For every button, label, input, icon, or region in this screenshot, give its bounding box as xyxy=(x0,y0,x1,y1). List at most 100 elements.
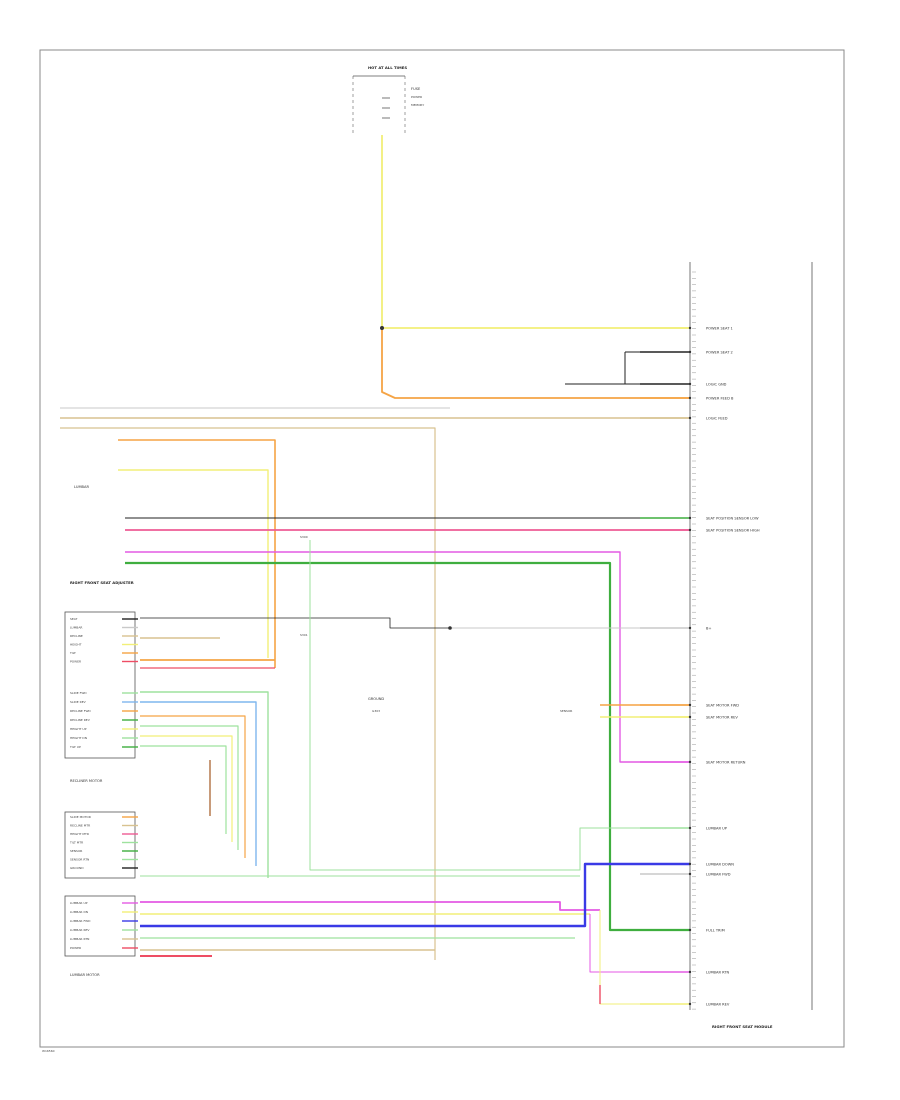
module-pin-dot xyxy=(688,715,692,719)
memory-row: HEIGHT DN xyxy=(70,736,87,740)
lumbar-note-label: LUMBAR xyxy=(74,485,89,489)
memory-wire xyxy=(140,745,227,834)
switch-row: RECLINE xyxy=(70,634,83,638)
feed-wire-orange xyxy=(381,328,690,399)
module-pin-dot xyxy=(688,1002,692,1006)
switch-block xyxy=(64,611,136,759)
module-pin-label: POWER SEAT 2 xyxy=(706,350,733,354)
motor-row: SENSOR xyxy=(70,849,82,853)
wire-orange xyxy=(118,439,276,668)
module-pin-dot xyxy=(688,826,692,830)
feed-wire-yellow xyxy=(381,135,690,329)
module-pin-dot xyxy=(688,703,692,707)
memory-wire xyxy=(140,691,269,878)
memory-wire xyxy=(140,715,246,858)
module-pin-label: LUMBAR DOWN xyxy=(706,862,734,866)
module-pin-dot xyxy=(688,350,692,354)
module-pin-group: POWER SEAT 1 POWER SEAT 2 LOGIC GND POWER F… xyxy=(640,271,760,1010)
module-pin-label: SEAT MOTOR RETURN xyxy=(706,760,746,764)
module-pin-label: SEAT MOTOR REV xyxy=(706,715,738,719)
sensor-wire-magenta xyxy=(125,551,690,763)
memory-wire xyxy=(140,725,239,850)
motor-row: SLIDE MOTOR xyxy=(70,815,91,819)
lumbar-row: LUMBAR UP xyxy=(70,901,88,905)
splice-dot xyxy=(380,326,384,330)
motor-wire xyxy=(309,540,690,871)
recliner-motor-label: RECLINER MOTOR xyxy=(70,779,103,783)
module-pin-dot xyxy=(688,528,692,532)
memory-row: HEIGHT UP xyxy=(70,727,87,731)
lumbar-row: POWER xyxy=(70,946,81,950)
module-pin-label: LOGIC GND xyxy=(706,382,727,386)
switch-row: HEIGHT xyxy=(70,643,82,647)
left-components: RIGHT FRONT SEAT ADJUSTER RECLINER MOTOR… xyxy=(42,485,572,1053)
front-seat-note-label: RIGHT FRONT SEAT ADJUSTER xyxy=(70,580,134,585)
memory-row: RECLINE REV xyxy=(70,718,91,722)
lumbar-row: LUMBAR REV xyxy=(70,928,90,932)
module-pin-label: LOGIC FEED xyxy=(706,416,728,420)
module-pin-dot xyxy=(688,928,692,932)
module-pin-dot xyxy=(688,760,692,764)
fuse-block: HOT AT ALL TIMES FUSE POWER MEMORY xyxy=(352,65,424,133)
memory-row: SLIDE REV xyxy=(70,700,87,704)
module-pin-dot xyxy=(688,326,692,330)
lumbar-wire xyxy=(599,910,690,1005)
power-note-label: POWER xyxy=(411,95,422,99)
hot-at-all-times-label: HOT AT ALL TIMES xyxy=(368,65,407,70)
module-pin-label: SEAT POSITION SENSOR LOW xyxy=(706,516,759,520)
lumbar-wire xyxy=(140,862,690,928)
wire-group xyxy=(60,135,690,1005)
lumbar-row: LUMBAR FWD xyxy=(70,919,91,923)
lumbar-switch-block xyxy=(64,895,136,957)
bus-wire-tan xyxy=(60,427,436,960)
module-pin-label: B+ xyxy=(706,626,711,630)
switch-row: TILT xyxy=(69,651,76,655)
splice-b-label: S301 xyxy=(300,633,308,637)
module-pin-dot xyxy=(688,416,692,420)
figure-code-label: W16560 xyxy=(42,1049,55,1053)
module-pin-label: LUMBAR REV xyxy=(706,1002,730,1006)
lumbar-motor-label: LUMBAR MOTOR xyxy=(70,973,100,977)
memory-note-label: MEMORY xyxy=(411,103,424,107)
module-pin-label: LUMBAR FWD xyxy=(706,872,731,876)
module-pin-dot xyxy=(688,970,692,974)
module-pin-dot xyxy=(688,872,692,876)
module-pin-dot xyxy=(688,396,692,400)
ground-point-label: G303 xyxy=(372,709,380,713)
splice-a-label: S300 xyxy=(300,535,308,539)
module-pin-dot xyxy=(688,516,692,520)
module-pin-label: SEAT MOTOR FWD xyxy=(706,703,739,707)
memory-row: SLIDE FWD xyxy=(70,691,87,695)
module-pin-label: FULL TRIM xyxy=(706,928,725,932)
diagram-frame xyxy=(39,49,845,1048)
module-pin-label: POWER SEAT 1 xyxy=(706,326,733,330)
sensor-note-label: SENSOR xyxy=(560,709,572,713)
switch-row: LUMBAR xyxy=(70,626,83,630)
memory-wire xyxy=(140,701,257,866)
ground-note-label: GROUND xyxy=(368,697,384,701)
lumbar-row: LUMBAR DN xyxy=(70,910,88,914)
switch-wire xyxy=(140,617,690,629)
lumbar-wire xyxy=(589,914,690,973)
switch-row: SEAT xyxy=(70,617,78,621)
fuse-note-label: FUSE xyxy=(411,87,421,91)
module-pin-label: POWER FEED B xyxy=(706,396,734,400)
module-pin-label: LUMBAR UP xyxy=(706,826,728,830)
seat-module: RIGHT FRONT SEAT MODULE xyxy=(689,262,813,1029)
ground-wire xyxy=(624,352,690,385)
motor-row: HEIGHT MTR xyxy=(70,832,89,836)
splice-dot xyxy=(448,626,452,630)
motor-row: RECLINE MTR xyxy=(70,824,90,828)
lumbar-wire xyxy=(140,901,600,911)
memory-row: RECLINE FWD xyxy=(70,709,91,713)
memory-wire xyxy=(140,735,233,842)
module-pin-label: SEAT POSITION SENSOR HIGH xyxy=(706,528,760,532)
wire-yellow xyxy=(118,469,269,658)
memory-row: TILT UP xyxy=(69,745,81,749)
motor-row: SENSOR RTN xyxy=(70,858,89,862)
lumbar-row: LUMBAR RTN xyxy=(70,937,89,941)
module-name-label: RIGHT FRONT SEAT MODULE xyxy=(712,1024,773,1029)
module-pin-dot xyxy=(688,626,692,630)
motor-row: TILT MTR xyxy=(69,841,83,845)
